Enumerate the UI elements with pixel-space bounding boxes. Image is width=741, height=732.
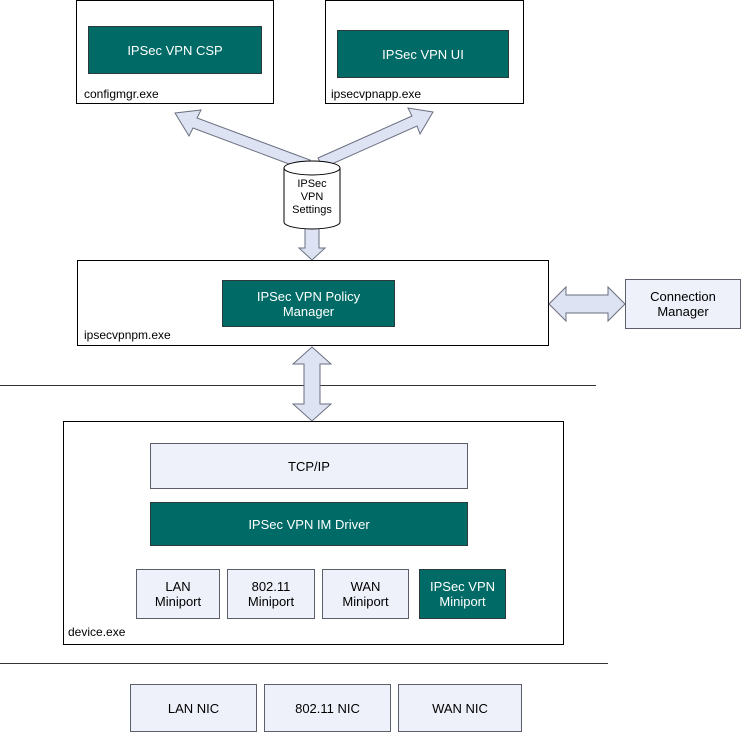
arrow-settings-to-ipsecvpnapp <box>317 107 434 169</box>
wan-nic-box: WAN NIC <box>398 684 522 732</box>
wifi-nic-box: 802.11 NIC <box>264 684 391 732</box>
connection-manager-box: Connection Manager <box>625 279 741 329</box>
process-device: TCP/IP IPSec VPN IM Driver LAN Miniport … <box>63 421 564 645</box>
ipsec-vpn-policy-manager-box: IPSec VPN Policy Manager <box>222 280 395 327</box>
process-label-ipsecvpnapp: ipsecvpnapp.exe <box>331 87 422 101</box>
lan-nic-box: LAN NIC <box>130 684 257 732</box>
wan-miniport-box: WAN Miniport <box>322 569 409 619</box>
process-ipsecvpnapp: IPSec VPN UI ipsecvpnapp.exe <box>325 0 524 104</box>
settings-store-label: IPSec VPN Settings <box>292 178 332 216</box>
ipsec-vpn-ui-box: IPSec VPN UI <box>337 30 509 78</box>
process-label-configmgr: configmgr.exe <box>84 87 159 101</box>
boundary-line-kernel-hardware <box>0 663 608 664</box>
ipsec-vpn-im-driver-box: IPSec VPN IM Driver <box>150 502 468 546</box>
process-label-ipsecvpnpm: ipsecvpnpm.exe <box>84 328 171 342</box>
process-ipsecvpnpm: IPSec VPN Policy Manager ipsecvpnpm.exe <box>77 260 549 346</box>
tcpip-box: TCP/IP <box>150 443 468 489</box>
wifi-miniport-box: 802.11 Miniport <box>227 569 315 619</box>
arrow-settings-to-policy-manager <box>297 227 327 261</box>
arrow-policy-manager-connection-manager <box>548 285 626 323</box>
database-cylinder-icon <box>283 160 341 230</box>
ipsec-vpn-csp-box: IPSec VPN CSP <box>88 26 262 74</box>
process-configmgr: IPSec VPN CSP configmgr.exe <box>76 0 274 104</box>
ipsec-vpn-settings-store: IPSec VPN Settings <box>283 160 341 230</box>
arrow-policy-manager-device <box>291 346 333 422</box>
boundary-line-user-kernel <box>0 385 596 386</box>
process-label-device: device.exe <box>68 625 126 639</box>
ipsec-vpn-miniport-box: IPSec VPN Miniport <box>419 569 506 619</box>
lan-miniport-box: LAN Miniport <box>136 569 220 619</box>
